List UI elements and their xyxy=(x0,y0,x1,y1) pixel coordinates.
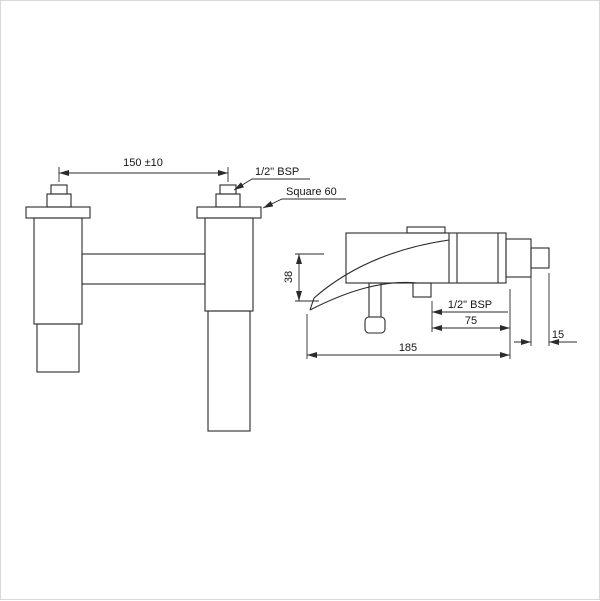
body-top-step xyxy=(406,226,446,234)
front-view xyxy=(25,184,262,432)
left-wall-flange xyxy=(25,206,91,219)
left-column-body xyxy=(33,217,83,325)
top-thread-label: 1/2" BSP xyxy=(255,166,299,178)
cross-bar xyxy=(81,253,206,285)
dimensions: 150 ±10 1/2" BSP Square 60 38 xyxy=(58,157,577,359)
flange-label: Square 60 xyxy=(286,186,337,198)
left-column-lower xyxy=(36,323,80,373)
back-nut xyxy=(530,247,550,269)
leader-line xyxy=(262,198,346,209)
dim-center-distance: 150 ±10 xyxy=(58,157,229,182)
inlet-thread-label: 1/2" BSP xyxy=(448,299,492,311)
bottom-outlet xyxy=(412,282,432,298)
spout-top-curve xyxy=(313,239,450,299)
left-column xyxy=(25,184,91,373)
right-column-body xyxy=(204,217,254,312)
spout-tip-face xyxy=(309,297,315,311)
dim-inlet-to-wall: 75 xyxy=(431,289,511,359)
side-view xyxy=(309,226,550,334)
dim-spout-height: 38 xyxy=(283,253,324,302)
right-column xyxy=(196,184,262,432)
dim-spout-reach-label: 185 xyxy=(399,342,417,354)
right-thread-nipple xyxy=(219,184,237,195)
left-thread-nipple xyxy=(50,184,68,195)
handle-knob xyxy=(364,316,386,334)
mixer-body xyxy=(345,232,507,284)
right-nipple-base xyxy=(215,193,241,208)
handle-stem xyxy=(368,282,382,318)
dim-center-distance-label: 150 ±10 xyxy=(123,157,163,169)
spout-bottom-curve xyxy=(309,281,418,311)
dim-nut-depth: 15 xyxy=(514,273,577,346)
dim-inlet-to-wall-label: 75 xyxy=(465,315,477,327)
dim-nut-depth-label: 15 xyxy=(552,329,564,341)
leader-line xyxy=(233,178,310,191)
callout-top-thread: 1/2" BSP xyxy=(233,166,310,191)
callout-inlet-thread: 1/2" BSP xyxy=(432,299,508,315)
right-wall-flange xyxy=(196,206,262,219)
wall-connector xyxy=(505,238,532,278)
left-nipple-base xyxy=(46,193,72,208)
dim-spout-reach: 185 xyxy=(306,314,510,359)
callout-flange: Square 60 xyxy=(262,186,346,209)
right-column-lower xyxy=(207,310,251,432)
dim-spout-height-label: 38 xyxy=(283,271,295,283)
